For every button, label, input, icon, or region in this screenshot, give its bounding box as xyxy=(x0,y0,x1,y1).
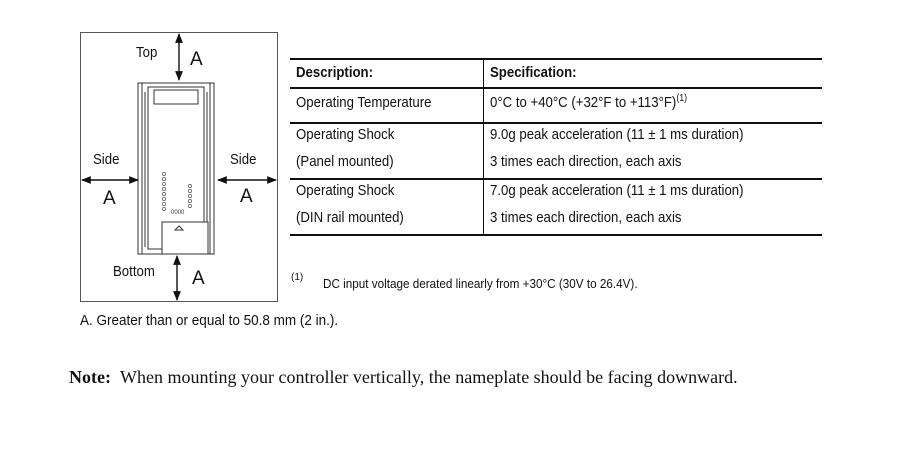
table-header-row: Description: Specification: xyxy=(290,58,822,89)
table-row: (DIN rail mounted) 3 times each directio… xyxy=(290,202,822,236)
table-row: Operating Temperature 0°C to +40°C (+32°… xyxy=(290,88,822,124)
letter-top: A xyxy=(190,49,203,70)
header-specification: Specification: xyxy=(482,58,822,89)
table-row: Operating Shock 9.0g peak acceleration (… xyxy=(290,123,822,146)
label-top: Top xyxy=(136,44,158,61)
clearance-figure xyxy=(80,32,278,302)
footnote-reference: (1) xyxy=(675,93,687,104)
cell-specification: 7.0g peak acceleration (11 ± 1 ms durati… xyxy=(482,179,822,202)
table-row: (Panel mounted) 3 times each direction, … xyxy=(290,146,822,180)
label-bottom: Bottom xyxy=(113,263,155,280)
clearance-diagram: 0000 xyxy=(81,33,277,301)
footnote-text: DC input voltage derated linearly from +… xyxy=(323,276,638,291)
cell-description: Operating Temperature xyxy=(290,88,483,124)
cell-specification: 9.0g peak acceleration (11 ± 1 ms durati… xyxy=(482,123,822,146)
figure-caption: A. Greater than or equal to 50.8 mm (2 i… xyxy=(80,312,339,329)
controller-outline xyxy=(137,82,215,255)
letter-bottom: A xyxy=(192,268,205,289)
mounting-note: Note: When mounting your controller verti… xyxy=(69,367,738,388)
label-side-left: Side xyxy=(93,151,120,168)
cell-specification: 3 times each direction, each axis xyxy=(482,146,822,180)
cell-specification: 3 times each direction, each axis xyxy=(482,202,822,236)
cell-description: Operating Shock xyxy=(296,126,395,143)
note-label: Note: xyxy=(69,367,111,387)
cell-specification: 0°C to +40°C (+32°F to +113°F)(1) xyxy=(482,88,822,124)
label-side-right: Side xyxy=(230,151,257,168)
cell-description: Operating Shock xyxy=(296,182,395,199)
status-leds xyxy=(162,172,192,211)
footnote-mark: (1) xyxy=(291,272,304,283)
note-text: When mounting your controller vertically… xyxy=(119,367,738,387)
letter-right: A xyxy=(240,186,253,207)
device-marking: 0000 xyxy=(171,210,185,216)
cell-description: (Panel mounted) xyxy=(290,146,483,180)
cell-description: (DIN rail mounted) xyxy=(290,202,483,236)
header-description: Description: xyxy=(290,58,483,89)
letter-left: A xyxy=(103,188,116,209)
table-row: Operating Shock 7.0g peak acceleration (… xyxy=(290,179,822,202)
specification-table: Description: Specification: Operating Te… xyxy=(290,58,822,236)
